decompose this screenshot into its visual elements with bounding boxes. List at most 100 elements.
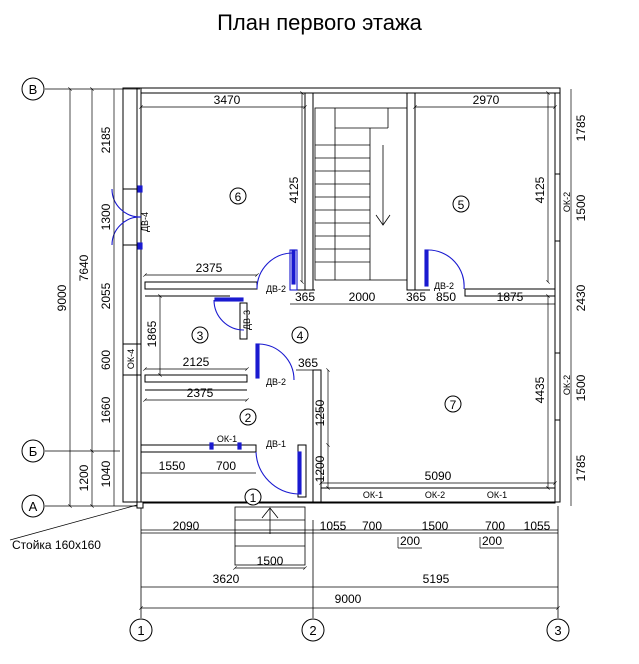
dim-700-room1: 700 bbox=[216, 459, 236, 473]
door-dv2-room6 bbox=[256, 249, 298, 291]
door-dv3 bbox=[213, 297, 245, 331]
dim-2125: 2125 bbox=[183, 355, 210, 369]
svg-text:Б: Б bbox=[29, 444, 38, 459]
dim-850: 850 bbox=[436, 290, 456, 304]
dim-left-seg6: 1040 bbox=[99, 460, 113, 487]
room-marker-1: 1 bbox=[244, 488, 262, 506]
dim-b200-a: 200 bbox=[400, 534, 420, 548]
axis-bubble-3: 3 bbox=[546, 618, 570, 642]
svg-text:А: А bbox=[29, 499, 38, 514]
page-title: План первого этажа bbox=[217, 10, 422, 35]
dim-b1055-a: 1055 bbox=[320, 519, 347, 533]
dim-1875: 1875 bbox=[497, 290, 524, 304]
label-dv2-room5: ДВ-2 bbox=[434, 281, 454, 291]
dim-left-seg3: 2055 bbox=[99, 282, 113, 309]
dim-left-bottom: 1200 bbox=[77, 464, 91, 491]
door-dv2-room5 bbox=[424, 249, 465, 290]
label-dv2-room2: ДВ-2 bbox=[266, 377, 286, 387]
room-marker-3: 3 bbox=[191, 326, 209, 344]
axis-bubble-1: 1 bbox=[129, 618, 153, 642]
svg-text:5: 5 bbox=[458, 198, 465, 212]
room-marker-2: 2 bbox=[239, 408, 257, 426]
label-dv3: ДВ-3 bbox=[242, 310, 252, 330]
dim-365-a: 365 bbox=[295, 290, 315, 304]
dim-b1500: 1500 bbox=[422, 519, 449, 533]
svg-text:3: 3 bbox=[554, 623, 561, 638]
svg-text:В: В bbox=[29, 82, 38, 97]
label-dv1: ДВ-1 bbox=[266, 439, 286, 449]
inner-walls bbox=[140, 92, 556, 503]
axis-bubble-a: А bbox=[21, 494, 45, 518]
dim-room6-h: 4125 bbox=[287, 176, 301, 203]
dim-left-seg5: 1660 bbox=[99, 396, 113, 423]
dim-1250: 1250 bbox=[313, 399, 327, 426]
dim-b3620: 3620 bbox=[213, 572, 240, 586]
dim-365-b: 365 bbox=[406, 290, 426, 304]
dim-b200-b: 200 bbox=[482, 534, 502, 548]
dim-365-c: 365 bbox=[298, 356, 318, 370]
svg-text:Стойка 160х160: Стойка 160х160 bbox=[12, 538, 101, 552]
svg-text:4: 4 bbox=[297, 329, 304, 343]
label-ok1-room1: ОК-1 bbox=[217, 434, 237, 444]
dim-2000: 2000 bbox=[349, 290, 376, 304]
dim-right-seg1: 1785 bbox=[574, 114, 588, 141]
room-marker-4: 4 bbox=[291, 326, 309, 344]
svg-text:1: 1 bbox=[137, 623, 144, 638]
window-ok1-room1 bbox=[209, 442, 242, 450]
room-marker-7: 7 bbox=[444, 395, 462, 413]
dim-b700-b: 700 bbox=[485, 519, 505, 533]
dim-b1055-b: 1055 bbox=[524, 519, 551, 533]
svg-text:1: 1 bbox=[250, 491, 257, 505]
column-marker: Стойка 160х160 bbox=[9, 501, 144, 552]
dim-room5-h: 4125 bbox=[533, 176, 547, 203]
dim-left-seg4: 600 bbox=[99, 350, 113, 370]
label-dv4: ДВ-4 bbox=[140, 212, 150, 232]
label-ok2-right-top: ОК-2 bbox=[562, 192, 572, 212]
dim-right-seg5: 1785 bbox=[574, 454, 588, 481]
outer-walls bbox=[122, 87, 561, 504]
dim-5090: 5090 bbox=[425, 469, 452, 483]
label-dv2-room6: ДВ-2 bbox=[266, 284, 286, 294]
svg-text:2: 2 bbox=[245, 411, 252, 425]
axis-bubble-v: В bbox=[21, 77, 45, 101]
dim-b2090: 2090 bbox=[173, 519, 200, 533]
label-ok2-right-bottom: ОК-2 bbox=[562, 375, 572, 395]
dim-2375-bottom: 2375 bbox=[187, 386, 214, 400]
dim-step1500: 1500 bbox=[257, 554, 284, 568]
axis-bubble-2: 2 bbox=[301, 618, 325, 642]
dim-top-left: 3470 bbox=[214, 93, 241, 107]
dim-b5195: 5195 bbox=[423, 572, 450, 586]
dim-b700-a: 700 bbox=[362, 519, 382, 533]
label-ok2-bottom: ОК-2 bbox=[425, 490, 445, 500]
axis-bubble-b: Б bbox=[21, 439, 45, 463]
door-dv4 bbox=[111, 185, 143, 250]
label-ok1-bottom-a: ОК-1 bbox=[363, 490, 383, 500]
dim-left-seg2: 1300 bbox=[99, 203, 113, 230]
staircase bbox=[314, 107, 408, 281]
dim-2375-top: 2375 bbox=[196, 261, 223, 275]
label-ok4: ОК-4 bbox=[126, 349, 136, 369]
svg-text:2: 2 bbox=[309, 623, 316, 638]
label-ok1-bottom-b: ОК-1 bbox=[487, 490, 507, 500]
dimension-lines bbox=[68, 87, 572, 610]
room-marker-5: 5 bbox=[452, 195, 470, 213]
svg-text:3: 3 bbox=[197, 329, 204, 343]
dim-top-right: 2970 bbox=[473, 93, 500, 107]
dim-1550: 1550 bbox=[159, 459, 186, 473]
svg-text:7: 7 bbox=[450, 398, 457, 412]
dim-right-seg3: 2430 bbox=[574, 284, 588, 311]
dim-right-seg4: 1500 bbox=[574, 374, 588, 401]
dim-1865: 1865 bbox=[145, 320, 159, 347]
dim-left-mid: 7640 bbox=[77, 254, 91, 281]
element-labels: ДВ-4 ДВ-2 ДВ-2 ДВ-3 ДВ-2 ДВ-1 ОК-1 ОК-1 … bbox=[126, 192, 572, 500]
dim-left-seg1: 2185 bbox=[99, 126, 113, 153]
dim-b9000: 9000 bbox=[335, 592, 362, 606]
svg-text:6: 6 bbox=[235, 190, 242, 204]
door-dv2-room2 bbox=[255, 343, 295, 381]
room-marker-6: 6 bbox=[229, 187, 247, 205]
dim-left-outer: 9000 bbox=[55, 284, 69, 311]
dim-room7-h: 4435 bbox=[533, 376, 547, 403]
dimension-texts: 3470 2970 9000 7640 1200 2185 1300 2055 … bbox=[55, 93, 588, 606]
door-dv1 bbox=[255, 451, 302, 495]
